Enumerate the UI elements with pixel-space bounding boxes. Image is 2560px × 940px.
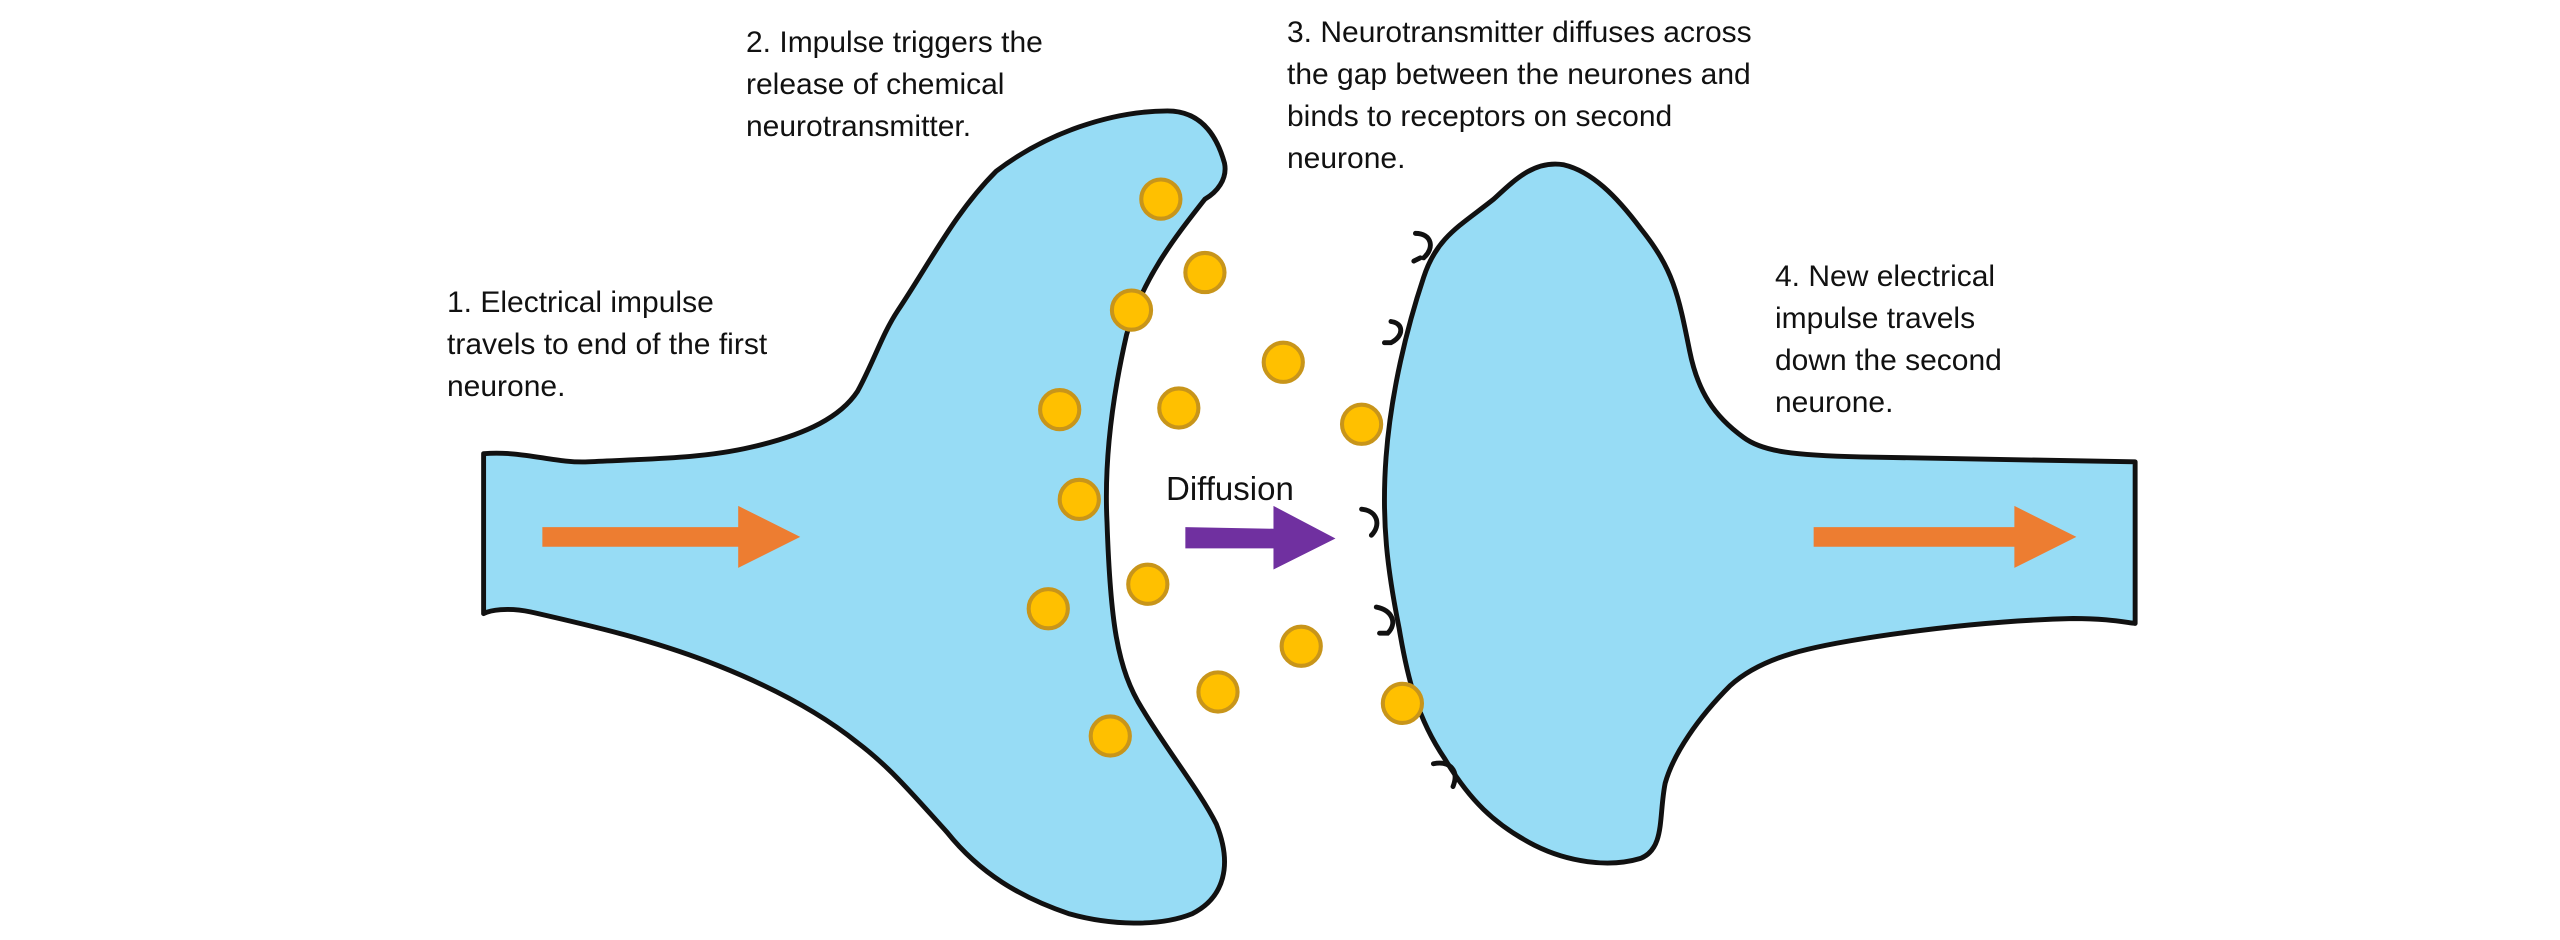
step-3-label: 3. Neurotransmitter diffuses across the … (1287, 12, 1752, 180)
vesicle (1261, 340, 1305, 384)
step-2-line: neurotransmitter. (746, 110, 972, 143)
step-4-line: impulse travels (1775, 302, 1976, 335)
receptor (1359, 506, 1380, 538)
vesicle (1126, 562, 1170, 606)
diffusion-arrow (1185, 505, 1336, 570)
step-3-line: the gap between the neurones and (1287, 58, 1751, 91)
vesicle (1339, 402, 1384, 446)
step-1-line: neurone. (447, 370, 566, 403)
first-neurone (481, 108, 1228, 926)
step-4-line: neurone. (1775, 386, 1894, 419)
impulse-arrow-right (1813, 505, 2077, 568)
second-neurone (1381, 161, 2138, 866)
step-3-line: 3. Neurotransmitter diffuses across (1287, 16, 1752, 49)
neurotransmitter-vesicles (1026, 177, 1425, 758)
step-2-label: 2. Impulse triggers the release of chemi… (746, 22, 1043, 148)
step-4-line: 4. New electrical (1775, 260, 1996, 293)
vesicle (1157, 386, 1201, 430)
receptor (1411, 230, 1433, 264)
step-3-line: binds to receptors on second (1287, 100, 1673, 133)
vesicle (1109, 288, 1154, 332)
vesicle (1088, 714, 1132, 758)
vesicle (1057, 477, 1101, 521)
step-1-line: travels to end of the first (447, 328, 768, 361)
vesicle (1279, 624, 1323, 668)
vesicle (1026, 587, 1070, 631)
receptor (1381, 319, 1404, 346)
step-2-line: 2. Impulse triggers the (746, 26, 1043, 59)
step-3-line: neurone. (1287, 142, 1406, 175)
impulse-arrow-left (542, 505, 801, 568)
step-4-label: 4. New electrical impulse travels down t… (1775, 256, 2002, 424)
step-4-line: down the second (1775, 344, 2002, 377)
receptor (1373, 604, 1396, 636)
vesicle (1380, 681, 1425, 725)
receptor (1430, 760, 1458, 790)
vesicle (1196, 670, 1240, 714)
diffusion-label: Diffusion (1166, 470, 1294, 507)
step-2-line: release of chemical (746, 68, 1005, 101)
vesicle (1139, 177, 1183, 221)
vesicle (1183, 250, 1227, 295)
step-1-label: 1. Electrical impulse travels to end of … (447, 282, 767, 408)
vesicle (1038, 387, 1082, 432)
step-1-line: 1. Electrical impulse (447, 286, 714, 319)
